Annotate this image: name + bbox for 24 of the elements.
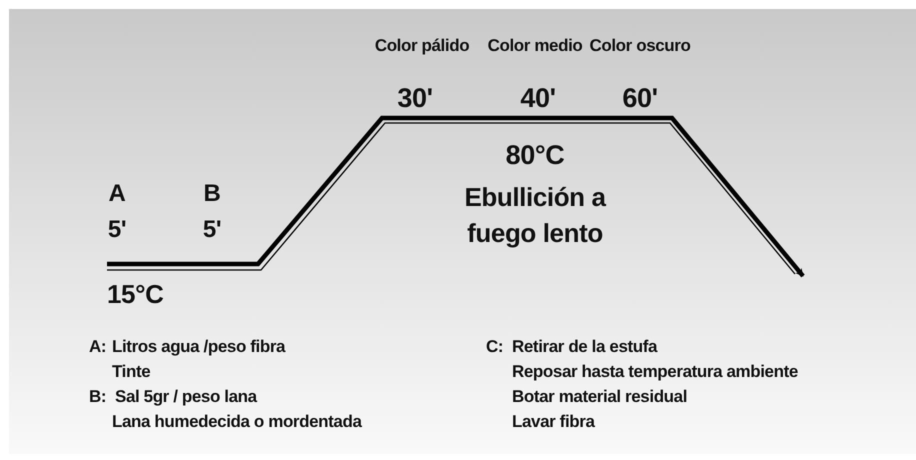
time-label: 5' [108,216,126,245]
note-text: Tinte [112,362,150,382]
note-text: Litros agua /peso fibra [112,337,286,358]
step-letter: B [204,180,220,209]
note-text: Reposar hasta temperatura ambiente [512,362,798,382]
time-label: 60' [622,84,658,114]
note-text: Lana humedecida o mordentada [112,412,362,432]
stage-label: Color medio [488,36,582,56]
note-letter: B: [89,387,106,408]
temperature-label: 15°C [107,279,164,310]
step-description: Ebullición a fuego lento [463,181,608,250]
note-text: Botar material residual [512,387,688,408]
note-text: Lavar fibra [512,412,595,432]
time-label: 40' [520,84,556,114]
note-text: Retirar de la estufa [512,337,658,358]
time-label: 30' [397,84,433,114]
temperature-label: 80°C [506,141,564,171]
note-letter: A: [89,337,106,358]
stage-label: Color pálido [374,36,470,56]
step-letter: A [108,180,126,209]
stage-label: Color oscuro [590,36,690,56]
time-label: 5' [202,216,222,245]
note-text: Sal 5gr / peso lana [115,387,257,408]
note-letter: C: [486,337,504,358]
